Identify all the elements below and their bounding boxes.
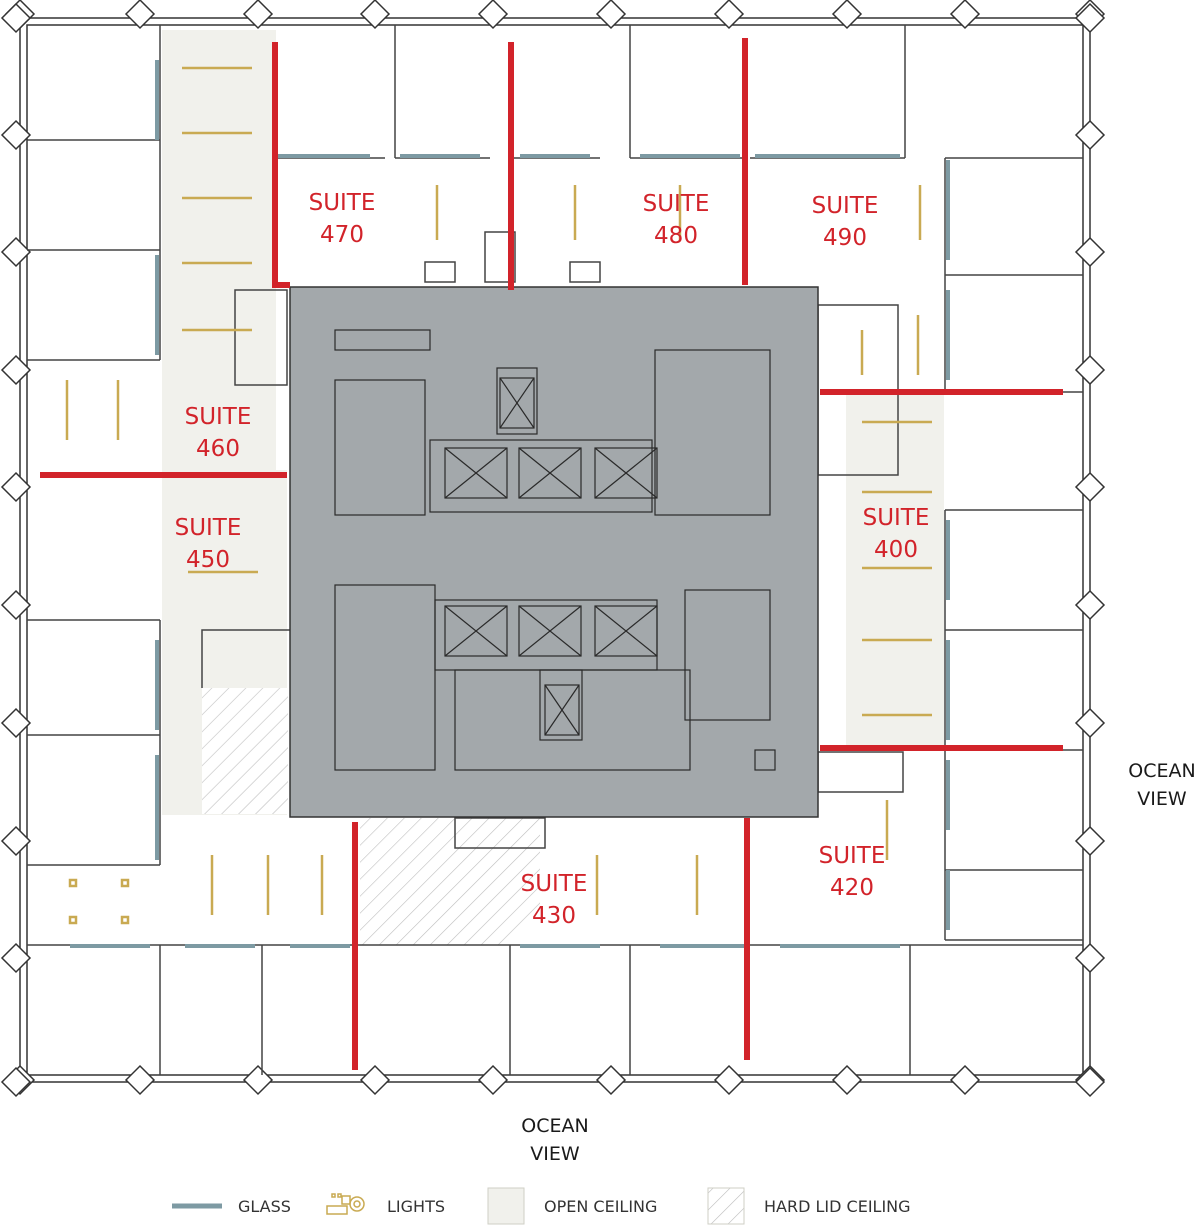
elevator-icon bbox=[499, 377, 535, 429]
glass-segments bbox=[70, 60, 950, 948]
elevator-icon bbox=[518, 605, 582, 657]
legend-glass-label: GLASS bbox=[238, 1197, 291, 1216]
elevator-icon bbox=[594, 447, 658, 499]
elevator-cross bbox=[444, 605, 508, 657]
column-icon bbox=[0, 707, 32, 739]
legend: GLASS LIGHTS OPEN CEILING HARD LID CEILI… bbox=[172, 1187, 911, 1225]
column-icon bbox=[0, 2, 32, 34]
column-icon bbox=[477, 1064, 509, 1096]
column-icon bbox=[0, 1066, 32, 1098]
column-icon bbox=[713, 1064, 745, 1096]
elevator-shafts bbox=[444, 377, 658, 736]
column-icon bbox=[949, 1064, 981, 1096]
column-icon bbox=[1074, 825, 1106, 857]
column-icon bbox=[0, 942, 32, 974]
column-icon bbox=[1074, 2, 1106, 34]
column-icon bbox=[1074, 119, 1106, 151]
column-icon bbox=[359, 0, 391, 30]
column-icon bbox=[713, 0, 745, 30]
open-ceiling-swatch bbox=[487, 1187, 525, 1225]
column-icon bbox=[124, 1064, 156, 1096]
column-icon bbox=[0, 471, 32, 503]
column-icon bbox=[949, 0, 981, 30]
elevator-icon bbox=[518, 447, 582, 499]
elevator-cross bbox=[444, 447, 508, 499]
elevator-cross bbox=[499, 377, 535, 429]
column-icon bbox=[0, 119, 32, 151]
perimeter-columns bbox=[0, 0, 1106, 1098]
elevator-cross bbox=[518, 605, 582, 657]
column-icon bbox=[242, 1064, 274, 1096]
column-icon bbox=[595, 0, 627, 30]
hard-lid-areas bbox=[202, 688, 540, 945]
legend-open-ceiling-label: OPEN CEILING bbox=[544, 1197, 657, 1216]
column-icon bbox=[1074, 236, 1106, 268]
column-icon bbox=[0, 825, 32, 857]
column-icon bbox=[1074, 471, 1106, 503]
column-icon bbox=[1074, 942, 1106, 974]
building-core bbox=[289, 286, 819, 818]
elevator-cross bbox=[544, 684, 580, 736]
column-icon bbox=[477, 0, 509, 30]
ceiling-lights bbox=[65, 66, 932, 925]
column-icon bbox=[831, 1064, 863, 1096]
column-icon bbox=[124, 0, 156, 30]
elevator-icon bbox=[444, 605, 508, 657]
elevator-icon bbox=[544, 684, 580, 736]
column-icon bbox=[359, 1064, 391, 1096]
hard-lid-swatch bbox=[707, 1187, 745, 1225]
column-icon bbox=[0, 354, 32, 386]
column-icon bbox=[242, 0, 274, 30]
open-ceiling-areas bbox=[162, 30, 944, 815]
column-icon bbox=[0, 236, 32, 268]
building-outline bbox=[19, 17, 1091, 1083]
column-icon bbox=[1074, 707, 1106, 739]
elevator-cross bbox=[518, 447, 582, 499]
elevator-icon bbox=[444, 447, 508, 499]
demising-lines bbox=[40, 38, 1063, 1070]
legend-hard-lid-label: HARD LID CEILING bbox=[764, 1197, 911, 1216]
elevator-cross bbox=[594, 605, 658, 657]
elevator-cross bbox=[594, 447, 658, 499]
elevator-icon bbox=[594, 605, 658, 657]
column-icon bbox=[831, 0, 863, 30]
column-icon bbox=[1074, 1066, 1106, 1098]
column-icon bbox=[0, 589, 32, 621]
lights-icon bbox=[326, 1193, 365, 1215]
column-icon bbox=[1074, 354, 1106, 386]
column-icon bbox=[595, 1064, 627, 1096]
legend-lights-label: LIGHTS bbox=[387, 1197, 445, 1216]
column-icon bbox=[1074, 589, 1106, 621]
